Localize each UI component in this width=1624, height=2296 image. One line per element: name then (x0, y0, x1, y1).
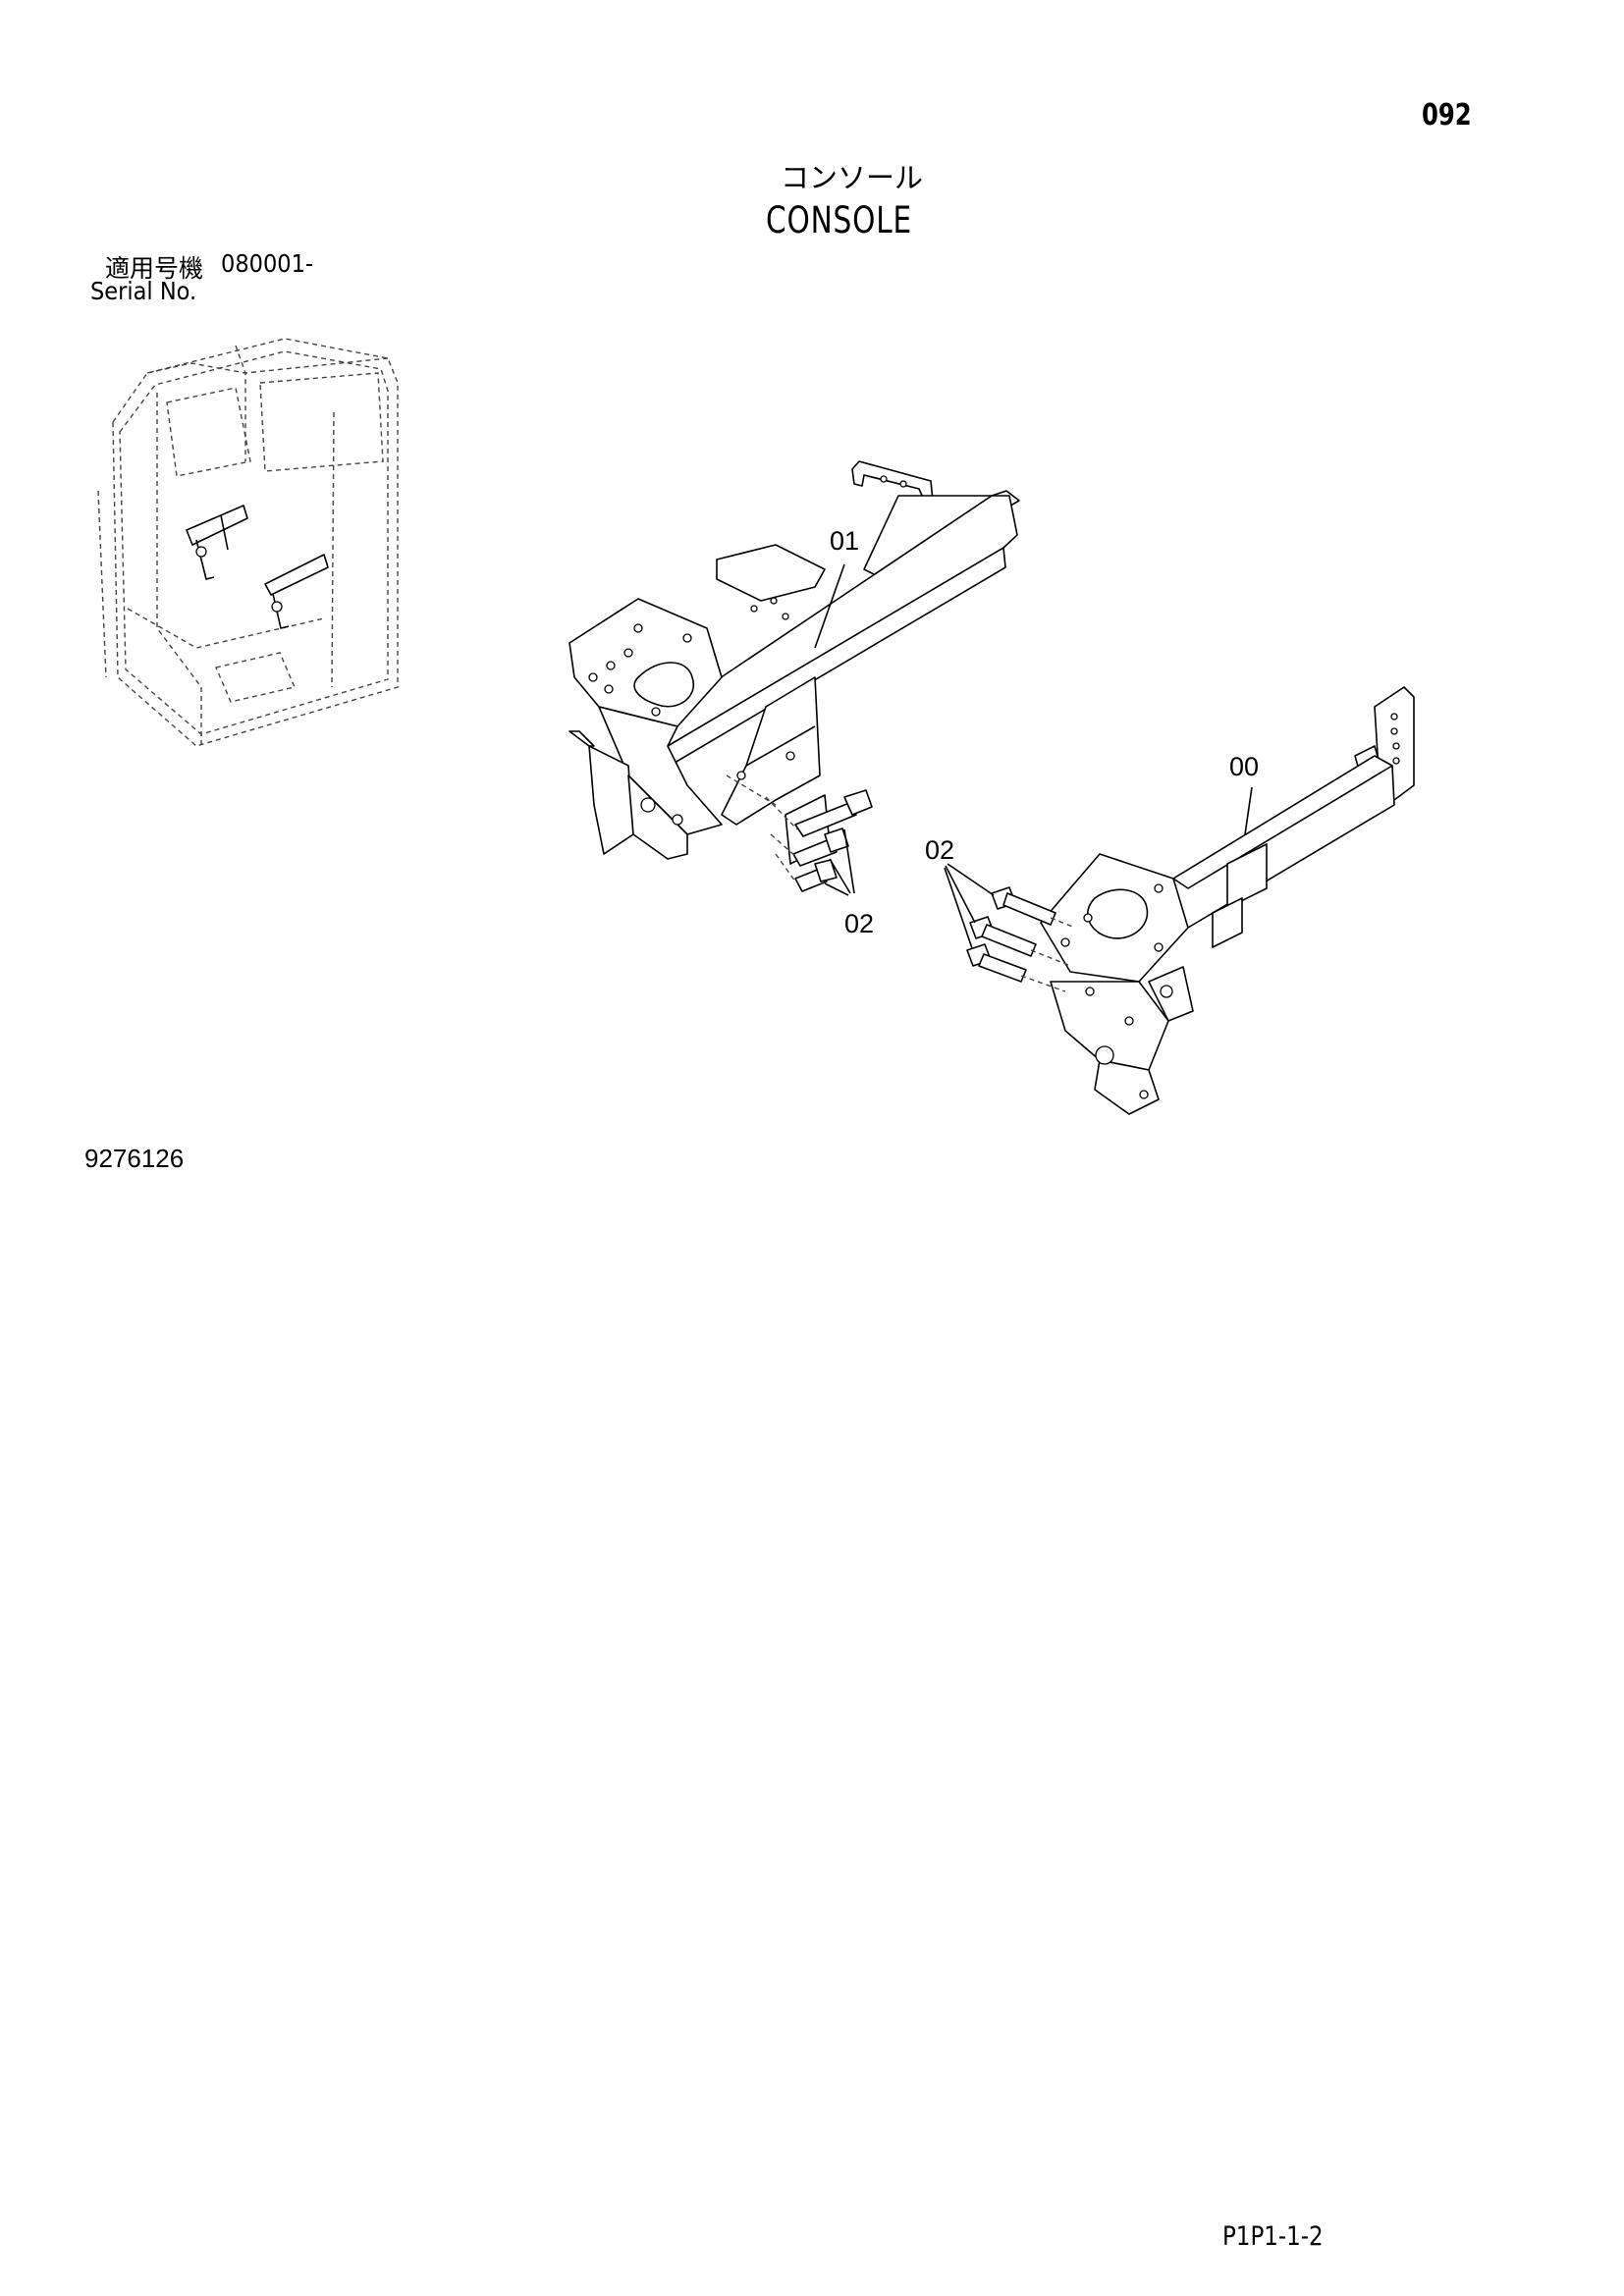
callout-part-01: 01 (830, 526, 859, 556)
callout-part-02-a: 02 (925, 835, 954, 865)
title-english: CONSOLE (766, 199, 912, 241)
console-frame-part-01 (568, 460, 1020, 865)
page-number: 092 (1422, 98, 1472, 133)
console-frame-part-00 (1040, 686, 1415, 1115)
leader-line-00 (1244, 786, 1253, 835)
cab-overview-diagram (97, 338, 399, 747)
callout-part-02-b: 02 (844, 909, 874, 938)
page-code: P1P1-1-2 (1222, 2221, 1324, 2252)
bolt-group-part-02-left (765, 789, 873, 896)
leader-line-01 (814, 563, 845, 649)
serial-label-english: Serial No. (90, 277, 197, 305)
bolt-group-part-02-right (944, 863, 1076, 992)
figure-number: 9276126 (84, 1144, 185, 1173)
callout-part-00: 00 (1229, 752, 1259, 781)
serial-label-japanese: 適用号機 (105, 254, 204, 283)
title-japanese: コンソール (781, 161, 924, 194)
serial-range: 080001- (221, 249, 314, 278)
